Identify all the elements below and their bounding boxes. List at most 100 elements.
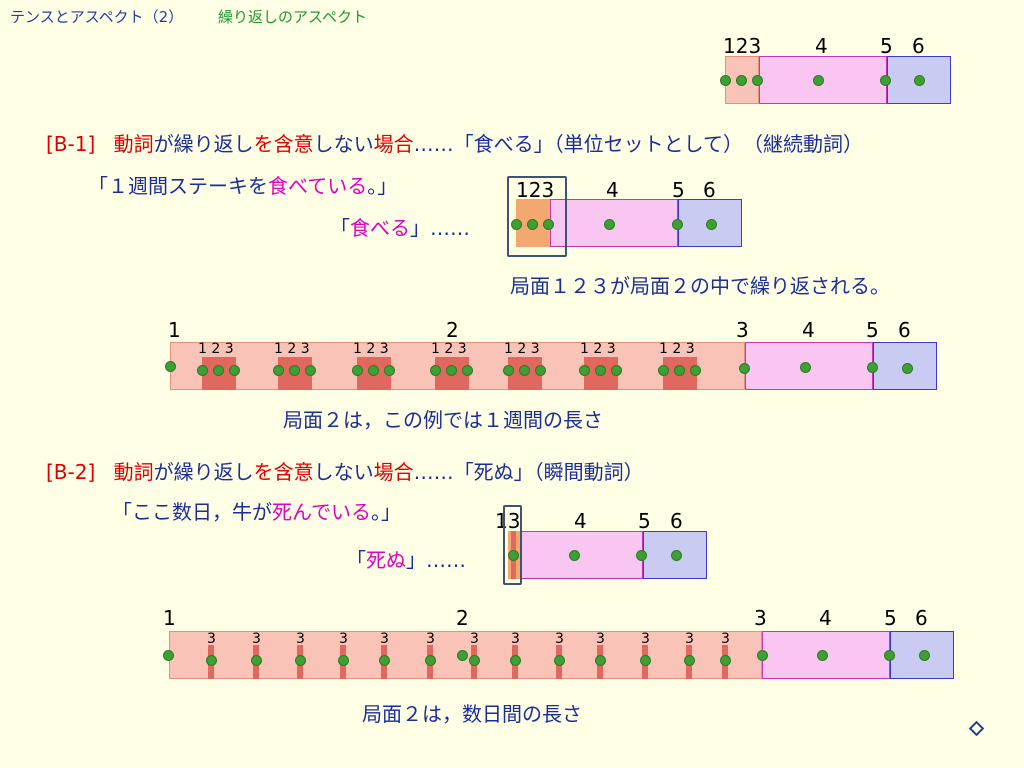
b2-diagram-label-6: 6 (670, 509, 683, 533)
b1-tl-point (800, 362, 811, 373)
b1-tl-label-1: 1 (168, 318, 181, 342)
b2-phase-4 (520, 531, 643, 579)
b1-unit-set-label: 1 2 3 (659, 341, 695, 357)
b2-instant-label: 3 (555, 631, 564, 647)
b2-tl-point (884, 650, 895, 661)
b2-instant-point (684, 655, 695, 666)
b2-instant-label: 3 (721, 631, 730, 647)
b1-diagram-label-5: 5 (672, 178, 685, 202)
b2-instant-point (295, 655, 306, 666)
b1-diagram-label-4: 4 (606, 178, 619, 202)
b2-verb-open: 「 (346, 548, 366, 572)
top-point (720, 75, 731, 86)
b1-unit-point (273, 365, 284, 376)
b1-point (706, 219, 717, 230)
top-label-5: 5 (880, 34, 893, 58)
b2-diagram-label-5: 5 (638, 509, 651, 533)
b2-instant-label: 3 (596, 631, 605, 647)
b1-verb: 食べる (350, 216, 410, 240)
b2-instant-point (640, 655, 651, 666)
b2-instant-point (379, 655, 390, 666)
b1-diagram-label-123: 123 (516, 178, 555, 202)
b1-example-close: 。」 (367, 174, 398, 198)
b2-tl-label-1: 1 (163, 606, 176, 630)
b1-point (511, 219, 522, 230)
b2-instant-label: 3 (252, 631, 261, 647)
b2-instant-label: 3 (470, 631, 479, 647)
top-label-123: 123 (723, 34, 762, 58)
b1-unit-set-label: 1 2 3 (431, 341, 467, 357)
b2-instant-label: 3 (380, 631, 389, 647)
b2-instant-point (554, 655, 565, 666)
b1-tl-label-2: 2 (446, 318, 459, 342)
b2-instant-point (469, 655, 480, 666)
b1-heading-part2: が (153, 132, 174, 156)
b1-tl-label-5: 5 (866, 318, 879, 342)
b1-unit-set-label: 1 2 3 (198, 341, 234, 357)
b2-tl-point (163, 650, 174, 661)
b2-instant-point (720, 655, 731, 666)
top-point (880, 75, 891, 86)
b2-tl-point (457, 650, 468, 661)
b1-highlight-frame (507, 176, 567, 257)
b1-unit-point (674, 365, 685, 376)
b1-point (672, 219, 683, 230)
top-point (752, 75, 763, 86)
b2-instant-label: 3 (296, 631, 305, 647)
b2-tl-point (757, 650, 768, 661)
b1-unit-set-label: 1 2 3 (274, 341, 310, 357)
b2-instant-point (595, 655, 606, 666)
b2-instant-point (425, 655, 436, 666)
b2-verb: 死ぬ (366, 548, 406, 572)
b2-example: 「ここ数日，牛が死んでいる。」 (112, 502, 401, 522)
top-point (914, 75, 925, 86)
b1-tl-point (902, 363, 913, 374)
top-label-6: 6 (912, 34, 925, 58)
b2-example-open: 「ここ数日，牛が (112, 500, 272, 524)
b1-tl-point (165, 361, 176, 372)
b1-unit-point (462, 365, 473, 376)
b1-unit-point (213, 365, 224, 376)
b1-example-open: 「１週間ステーキを (88, 174, 268, 198)
b2-heading-part4: を含意 (253, 460, 314, 484)
b2-instant-label: 3 (685, 631, 694, 647)
page-subtitle: 繰り返しのアスペクト (218, 8, 367, 26)
b1-tl-label-4: 4 (802, 318, 815, 342)
b2-tl-point (817, 650, 828, 661)
b1-heading: [B-1] 動詞が繰り返しを含意しない場合……「食べる」（単位セットとして） （… (46, 134, 863, 154)
b2-verb-quote: 「死ぬ」…… (346, 550, 466, 570)
b1-point (527, 219, 538, 230)
b2-heading-part3: 繰り返し (173, 460, 254, 484)
b2-heading-part5: しない (313, 460, 374, 484)
diamond-icon[interactable] (968, 720, 985, 737)
top-point (736, 75, 747, 86)
b1-unit-point (595, 365, 606, 376)
b1-heading-part4: を含意 (253, 132, 314, 156)
b1-unit-point (197, 365, 208, 376)
b2-example-close: 。」 (371, 500, 401, 524)
b1-tl-label-6: 6 (898, 318, 911, 342)
b1-heading-part3: 繰り返し (173, 132, 254, 156)
b1-unit-point (229, 365, 240, 376)
b1-point (543, 219, 554, 230)
b2-point (636, 550, 647, 561)
b1-unit-point (384, 365, 395, 376)
b2-verb-close: 」…… (406, 548, 466, 572)
b1-unit-point (430, 365, 441, 376)
b1-unit-point (519, 365, 530, 376)
b1-unit-point (535, 365, 546, 376)
b2-instant-point (251, 655, 262, 666)
b2-timeline-caption: 局面２は，数日間の長さ (362, 702, 582, 726)
top-label-4: 4 (815, 34, 828, 58)
b1-unit-point (690, 365, 701, 376)
b2-tl-label-2: 2 (456, 606, 469, 630)
b1-timeline-caption: 局面２は，この例では１週間の長さ (283, 408, 603, 432)
b2-highlight-frame (503, 505, 522, 585)
b2-tl-label-5: 5 (884, 606, 897, 630)
b2-heading-part7: ……「死ぬ」（瞬間動詞） (413, 460, 644, 484)
b1-tl-label-3: 3 (736, 318, 749, 342)
page-title: テンスとアスペクト（2） (10, 8, 184, 26)
b2-instant-label: 3 (339, 631, 348, 647)
b2-tl-label-4: 4 (819, 606, 832, 630)
b2-instant-label: 3 (511, 631, 520, 647)
